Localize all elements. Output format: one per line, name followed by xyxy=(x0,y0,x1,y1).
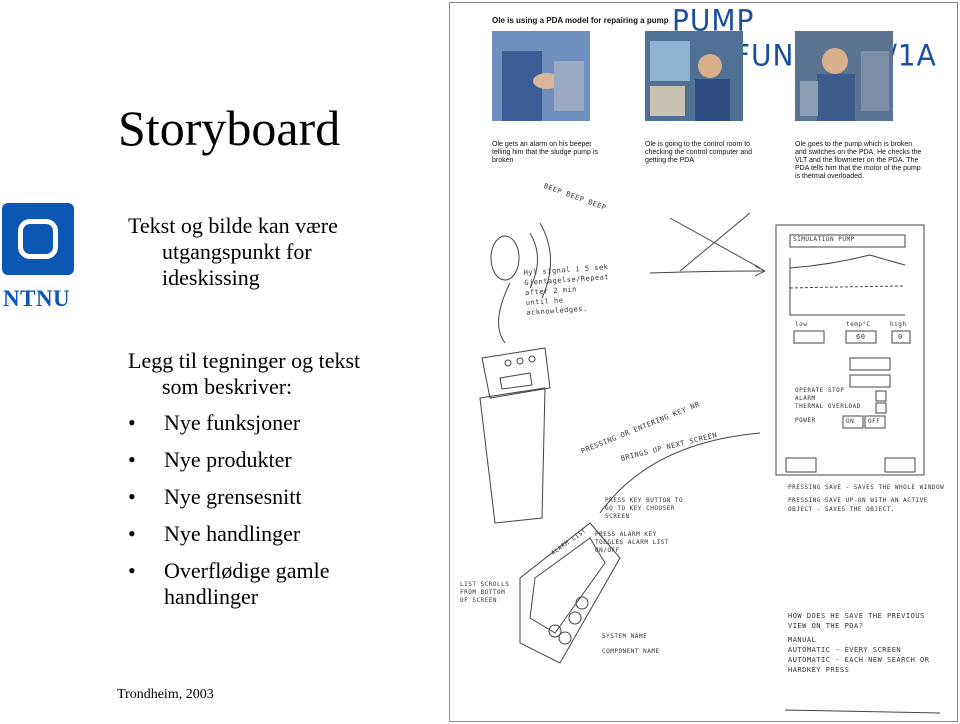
bullet-item: Overflødige gamle handlinger xyxy=(128,558,330,610)
note-line: PRESSING SAVE - SAVES THE WHOLE WINDOW xyxy=(788,484,945,491)
screen-label-low: low xyxy=(795,321,808,328)
slide-title: Storyboard xyxy=(118,100,341,156)
state-line: ALARM xyxy=(795,395,816,402)
sketch-header: Ole is using a PDA model for repairing a… xyxy=(492,16,669,25)
screen-label-temp: temp°C xyxy=(846,321,871,328)
photo-control-room xyxy=(645,31,743,121)
question-note: HOW DOES HE SAVE THE PREVIOUS VIEW ON TH… xyxy=(788,611,948,675)
screen-states: OPERATE STOP ALARM THERMAL OVERLOAD POWE… xyxy=(795,387,861,425)
storyboard-sketch: Ole is using a PDA model for repairing a… xyxy=(449,2,958,722)
note-line: PRESSING SAVE UP-ON WITH AN ACTIVE OBJEC… xyxy=(788,497,928,513)
state-line: THERMAL OVERLOAD xyxy=(795,403,861,410)
photo-pump xyxy=(795,31,893,121)
note-line: AUTOMATIC - EVERY SCREEN xyxy=(788,646,902,654)
ntnu-logo xyxy=(2,203,74,275)
save-note: PRESSING SAVE - SAVES THE WHOLE WINDOW P… xyxy=(788,483,948,514)
instruction-line: Legg til tegninger og tekst xyxy=(128,348,361,373)
screen-off: OFF xyxy=(868,418,881,425)
pda-note-system: SYSTEM NAME xyxy=(602,633,648,640)
state-line: POWER xyxy=(795,417,816,424)
ntnu-logo-text: NTNU xyxy=(3,286,71,311)
pda-note-scroll: LIST SCROLLS FROM BOTTOM OF SCREEN xyxy=(460,581,510,604)
screen-label-high: high xyxy=(890,321,907,328)
pda-note-key: PRESS KEY BUTTON TO GO TO KEY CHOOSER SC… xyxy=(605,497,684,520)
instruction-line: som beskriver: xyxy=(162,374,293,399)
caption-2: Ole is going to the control room to chec… xyxy=(645,141,753,164)
note-line: MANUAL xyxy=(788,636,817,644)
alarm-note: Hyl signal i 5 sek Gjentagelse/Repeat af… xyxy=(523,262,611,318)
screen-title: SIMULATION PUMP xyxy=(793,236,855,243)
bullet-item: Nye handlinger xyxy=(128,521,330,547)
bullet-item: Nye funksjoner xyxy=(128,410,330,436)
bullet-list: Nye funksjoner Nye produkter Nye grenses… xyxy=(128,410,330,610)
instruction-paragraph: Legg til tegninger og tekst som beskrive… xyxy=(128,348,428,400)
sketch-drawing xyxy=(479,212,941,714)
caption-3: Ole goes to the pump which is broken and… xyxy=(795,141,922,180)
note-line: HOW DOES HE SAVE THE PREVIOUS VIEW ON TH… xyxy=(788,612,925,630)
screen-value-temp: 60 xyxy=(856,333,866,341)
caption-1: Ole gets an alarm on his beeper telling … xyxy=(492,141,598,164)
bullet-item: Nye grensesnitt xyxy=(128,484,330,510)
screen-value-zero: 0 xyxy=(898,333,903,341)
pda-note-component: COMPONENT NAME xyxy=(602,648,660,655)
intro-line: Tekst og bilde kan være xyxy=(128,213,338,238)
intro-line: ideskissing xyxy=(162,265,260,290)
photo-beeper xyxy=(492,31,590,121)
intro-line: utgangspunkt for xyxy=(162,239,312,264)
pda-note-alarm: PRESS ALARM KEY TOGGLES ALARM LIST ON/OF… xyxy=(595,531,670,554)
note-line: AUTOMATIC - EACH NEW SEARCH OR HARDKEY P… xyxy=(788,656,930,674)
bullet-line: Overflødige gamle xyxy=(164,558,330,583)
state-line: OPERATE STOP xyxy=(795,387,845,394)
footer-text: Trondheim, 2003 xyxy=(117,687,214,702)
intro-paragraph: Tekst og bilde kan være utgangspunkt for… xyxy=(128,213,428,291)
screen-on: ON xyxy=(846,418,855,425)
bullet-line: handlinger xyxy=(164,584,259,609)
bullet-item: Nye produkter xyxy=(128,447,330,473)
